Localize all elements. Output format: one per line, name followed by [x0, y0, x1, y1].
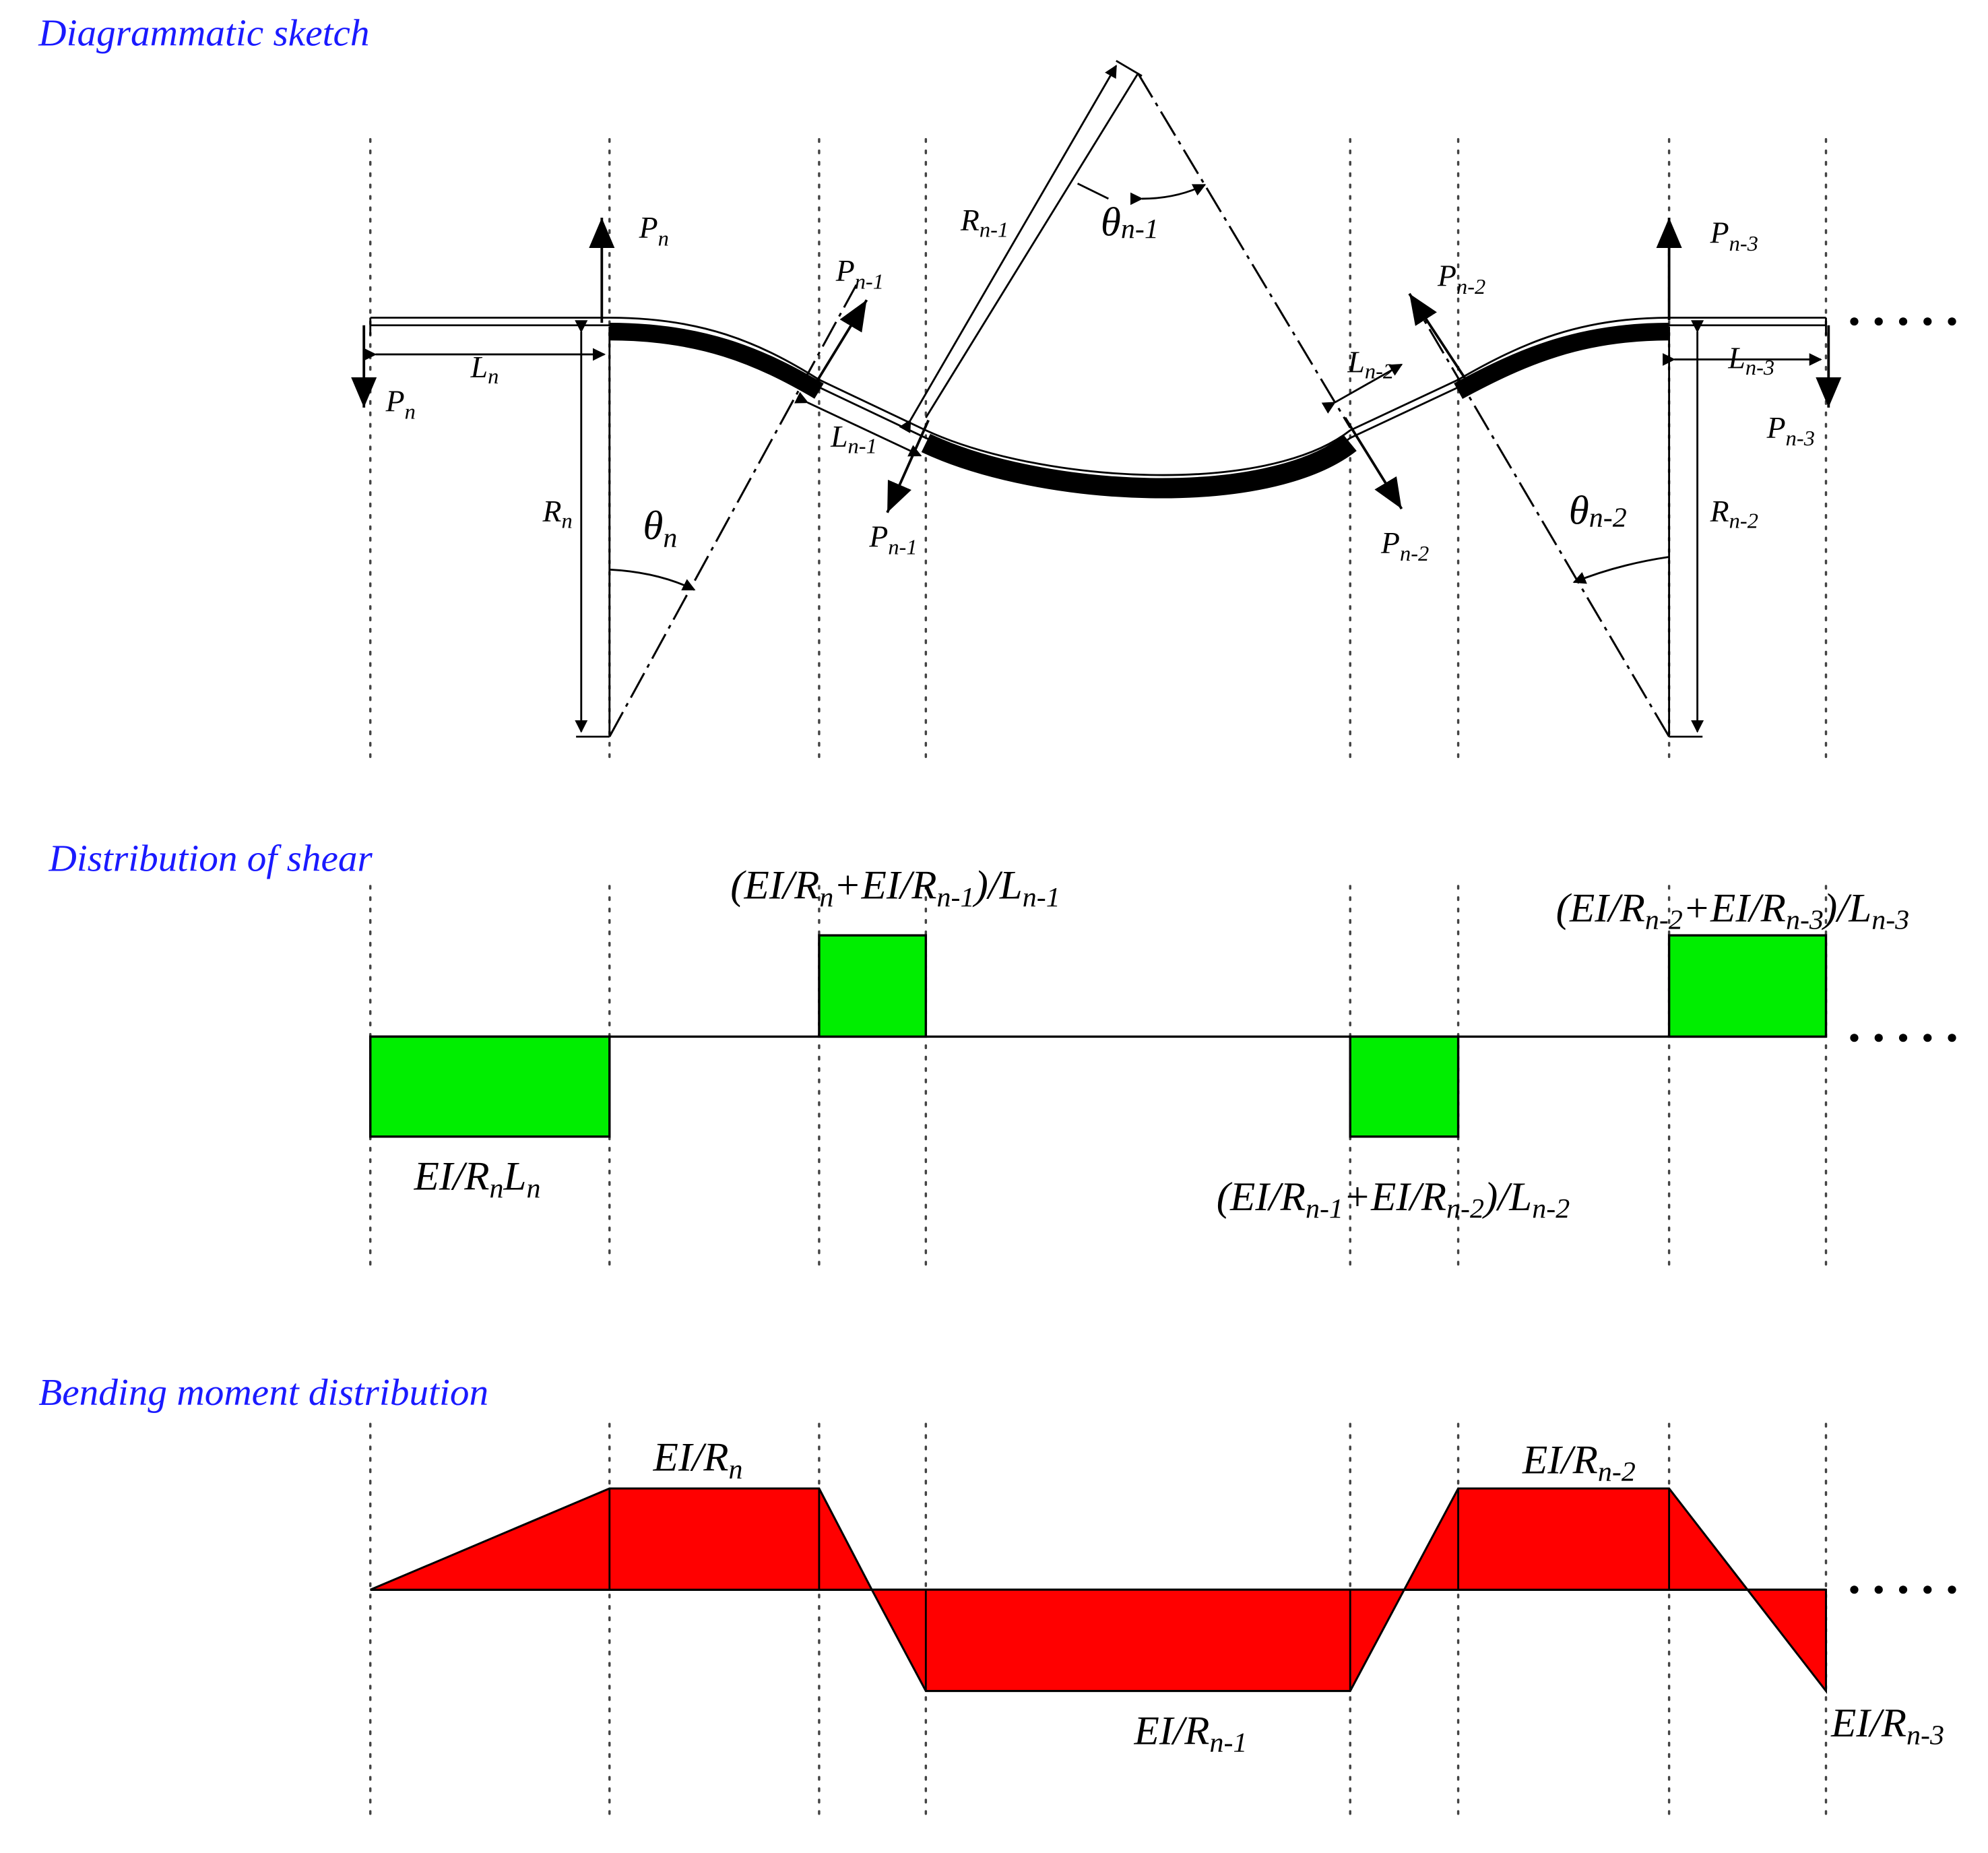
radius-dashdot-n2 — [1413, 303, 1670, 737]
label-pn1-bottom: Pn-1 — [868, 520, 917, 559]
label-pn3-top: Pn-3 — [1710, 216, 1758, 255]
label-pn2-bottom: Pn-2 — [1380, 526, 1429, 565]
moment-region-4 — [1745, 1588, 1828, 1695]
label-pn-bottom: Pn — [385, 385, 416, 424]
angle-arc-n1-left — [1077, 183, 1110, 200]
shear-block-4 — [1667, 934, 1828, 1038]
angle-arc-n2 — [1572, 556, 1669, 584]
dim-ln2 — [1321, 363, 1403, 414]
heading-sketch: Diagrammatic sketch — [38, 12, 369, 54]
label-pn-top: Pn — [639, 211, 669, 250]
label-ln3: Ln-3 — [1727, 342, 1774, 379]
moment-label-n: EI/Rn — [653, 1435, 743, 1485]
label-pn2-top: Pn-2 — [1437, 259, 1485, 299]
beam-outline-top — [370, 317, 1826, 476]
beam-curve-n2 — [1454, 322, 1669, 399]
moment-panel: EI/Rn EI/Rn-1 EI/Rn-2 EI/Rn-3 — [370, 1435, 1956, 1759]
label-ln: Ln — [470, 350, 499, 388]
shear-label-3: (EI/Rn-1+EI/Rn-2)/Ln-2 — [1217, 1174, 1570, 1224]
angle-arc-n — [609, 568, 696, 591]
shear-block-3 — [1349, 1035, 1460, 1138]
shear-block-2 — [818, 934, 928, 1038]
shear-label-2: (EI/Rn+EI/Rn-1)/Ln-1 — [730, 863, 1060, 913]
shear-label-4: (EI/Rn-2+EI/Rn-3)/Ln-3 — [1556, 886, 1910, 936]
force-arrow-pn1-down — [886, 419, 930, 513]
continuation-dots-shear — [1850, 1034, 1956, 1042]
dim-ln1 — [794, 391, 922, 457]
beam-curve-n — [609, 322, 824, 399]
moment-label-n1: EI/Rn-1 — [1134, 1709, 1248, 1759]
beam-outline-bottom — [370, 324, 1826, 484]
radius-dashdot-n1 — [1136, 73, 1351, 429]
moment-label-n3: EI/Rn-3 — [1830, 1701, 1944, 1751]
angle-arc-n1 — [1130, 183, 1207, 206]
heading-shear: Distribution of shear — [49, 838, 373, 879]
sketch-panel: Pn Pn Pn-1 Pn-1 Pn-2 Pn-2 Pn-3 Pn-3 Ln L… — [351, 59, 1956, 738]
label-pn3-bottom: Pn-3 — [1766, 411, 1815, 450]
force-arrow-pn2-up — [1408, 292, 1467, 381]
label-ln1: Ln-1 — [830, 420, 877, 458]
label-theta-n: θn — [643, 504, 677, 554]
shear-label-1: EI/RnLn — [414, 1154, 541, 1204]
label-pn1-top: Pn-1 — [835, 254, 884, 293]
radius-dashdot-n — [608, 284, 858, 737]
label-rn2: Rn-2 — [1710, 495, 1758, 532]
force-arrow-pn1-up — [808, 299, 868, 394]
radius-line-n1 — [925, 73, 1139, 418]
label-ln2: Ln-2 — [1347, 346, 1394, 383]
beam-curve-n1 — [921, 433, 1357, 499]
label-rn1: Rn-1 — [960, 203, 1008, 241]
shear-block-1 — [369, 1035, 611, 1138]
moment-region-2 — [870, 1588, 1406, 1693]
continuation-dots-sketch — [1850, 317, 1956, 326]
shear-panel: EI/RnLn (EI/Rn+EI/Rn-1)/Ln-1 (EI/Rn-1+EI… — [369, 863, 1956, 1224]
label-rn: Rn — [542, 495, 573, 532]
continuation-dots-moment — [1850, 1585, 1956, 1594]
heading-moment: Bending moment distribution — [38, 1371, 488, 1413]
moment-label-n2: EI/Rn-2 — [1522, 1438, 1636, 1488]
label-theta-n2: θn-2 — [1569, 489, 1627, 533]
force-arrow-pn2-down — [1343, 416, 1403, 510]
moment-region-3 — [1402, 1487, 1750, 1591]
moment-region-1 — [370, 1487, 874, 1591]
radius-tick-n1 — [1116, 59, 1143, 77]
radius-arrow-n1 — [899, 65, 1118, 433]
label-theta-n1: θn-1 — [1101, 200, 1159, 245]
